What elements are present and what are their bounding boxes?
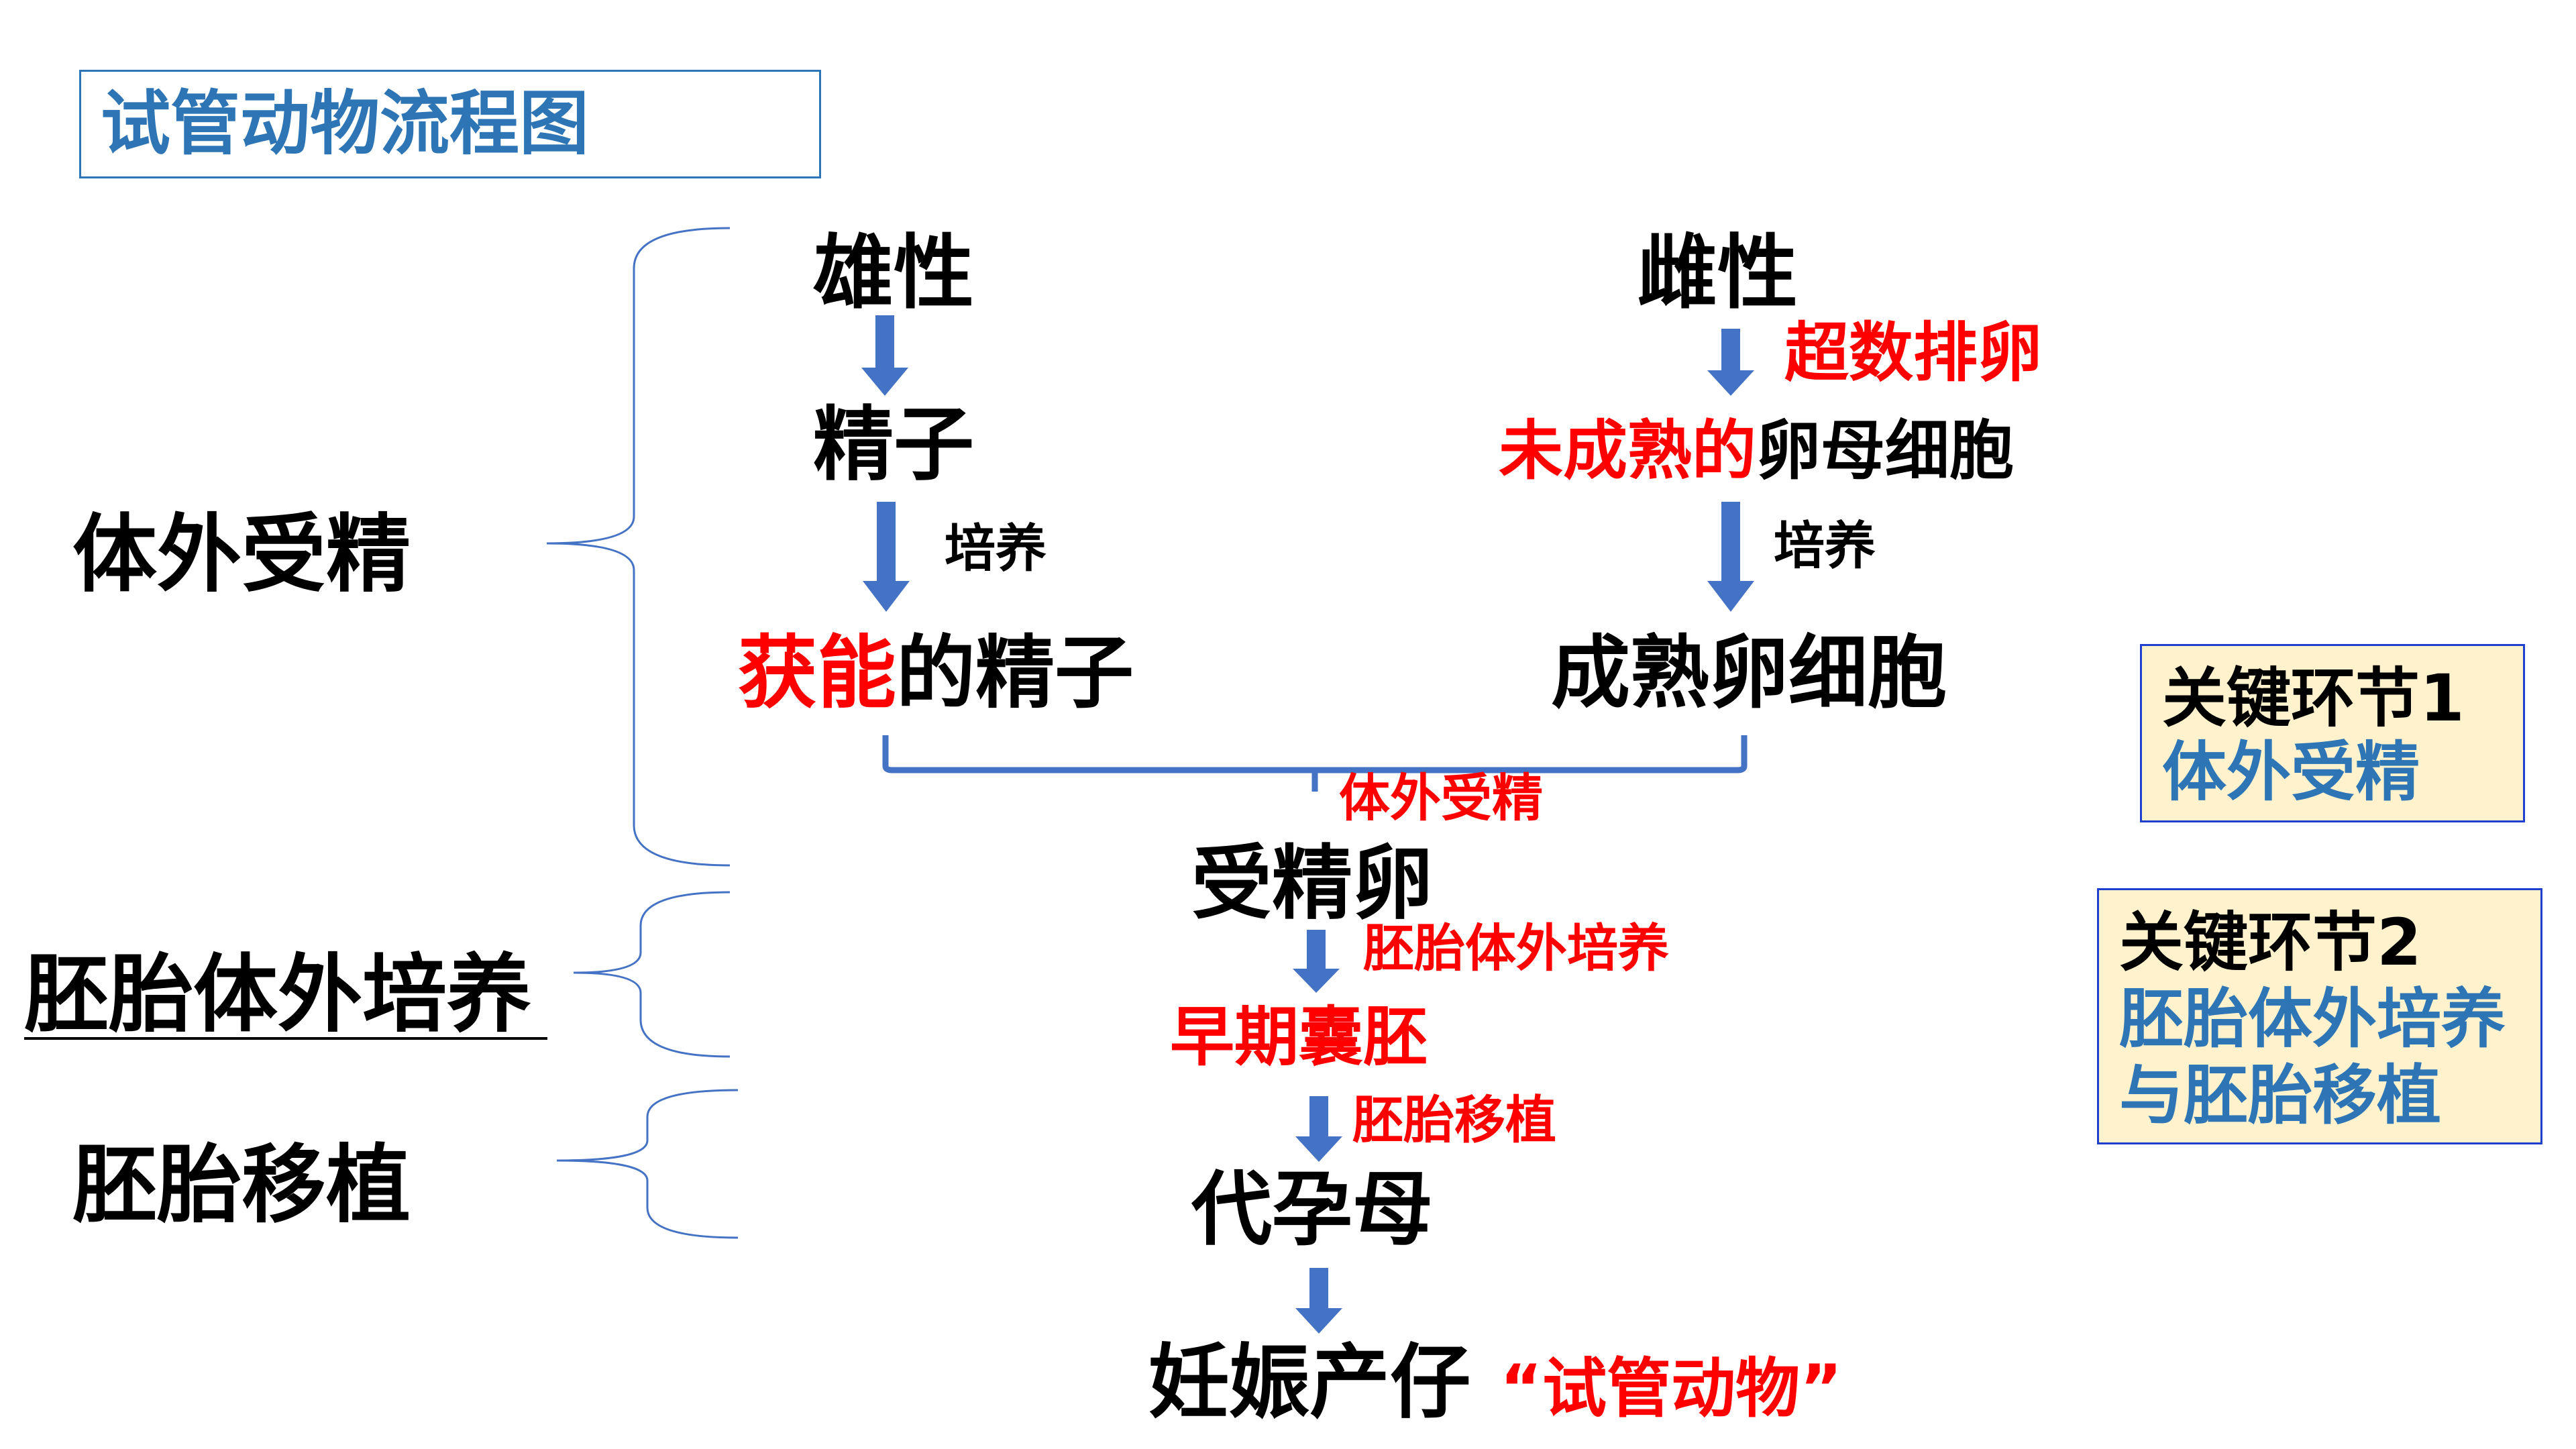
arrow-male-to-sperm: [861, 315, 908, 396]
oocyte-text: 卵母细胞: [1756, 413, 2014, 488]
ivf-label: 体外受精: [1339, 768, 1543, 828]
key-point-2: 关键环节2 胚胎体外培养 与胚胎移植: [2097, 888, 2542, 1144]
capacitated-rest: 的精子: [896, 627, 1134, 719]
male-culture-label: 培养: [945, 519, 1046, 578]
mature-egg: 成熟卵细胞: [1551, 627, 1947, 719]
page-title: 试管动物流程图: [101, 83, 590, 164]
brace-embryo-transfer: [556, 1089, 739, 1239]
capacitated-sperm: 获能的精子: [738, 633, 1134, 712]
arrow-surrogate-to-birth: [1295, 1268, 1342, 1334]
key-point-2-line-1: 胚胎体外培养: [2119, 981, 2506, 1057]
key-point-2-line-2: 与胚胎移植: [2119, 1058, 2441, 1133]
embryo-culture-label: 胚胎体外培养: [1363, 918, 1669, 978]
zygote: 受精卵: [1191, 837, 1433, 930]
female-label: 雌性: [1637, 227, 1798, 320]
brace-embryo-culture: [573, 891, 731, 1058]
brace-fertilization: [546, 227, 731, 867]
arrow-blastocyst-to-surrogate: [1295, 1096, 1342, 1162]
superovulation-label: 超数排卵: [1784, 315, 2042, 390]
key-point-1-heading: 关键环节1: [2162, 661, 2465, 736]
merge-bracket: [882, 735, 1748, 792]
capacitated-emphasis: 获能: [738, 627, 897, 719]
test-tube-animal: “试管动物”: [1500, 1351, 1843, 1426]
stage-embryo-culture: 胚胎体外培养: [24, 945, 531, 1044]
embryo-transfer-label: 胚胎移植: [1352, 1090, 1556, 1150]
immature-emphasis: 未成熟的: [1499, 413, 1756, 488]
arrow-female-to-oocyte: [1707, 329, 1754, 396]
female-culture-label: 培养: [1774, 516, 1876, 576]
birth: 妊娠产仔: [1148, 1336, 1470, 1430]
arrow-zygote-to-blastocyst: [1293, 930, 1340, 993]
arrow-sperm-to-capacitated: [863, 502, 910, 612]
key-point-2-heading: 关键环节2: [2119, 905, 2422, 980]
stage-embryo-transfer: 胚胎移植: [72, 1136, 411, 1234]
arrow-oocyte-to-mature: [1707, 502, 1754, 612]
sperm-label: 精子: [813, 398, 974, 492]
title-box: [79, 70, 821, 178]
surrogate-mother: 代孕母: [1191, 1163, 1433, 1256]
key-point-1-line: 体外受精: [2162, 735, 2420, 810]
early-blastocyst: 早期囊胚: [1170, 1000, 1428, 1075]
male-label: 雄性: [813, 227, 974, 320]
immature-oocyte: 未成熟的卵母细胞: [1499, 419, 2014, 483]
stage-fertilization: 体外受精: [72, 505, 411, 604]
key-point-1: 关键环节1 体外受精: [2140, 644, 2525, 822]
